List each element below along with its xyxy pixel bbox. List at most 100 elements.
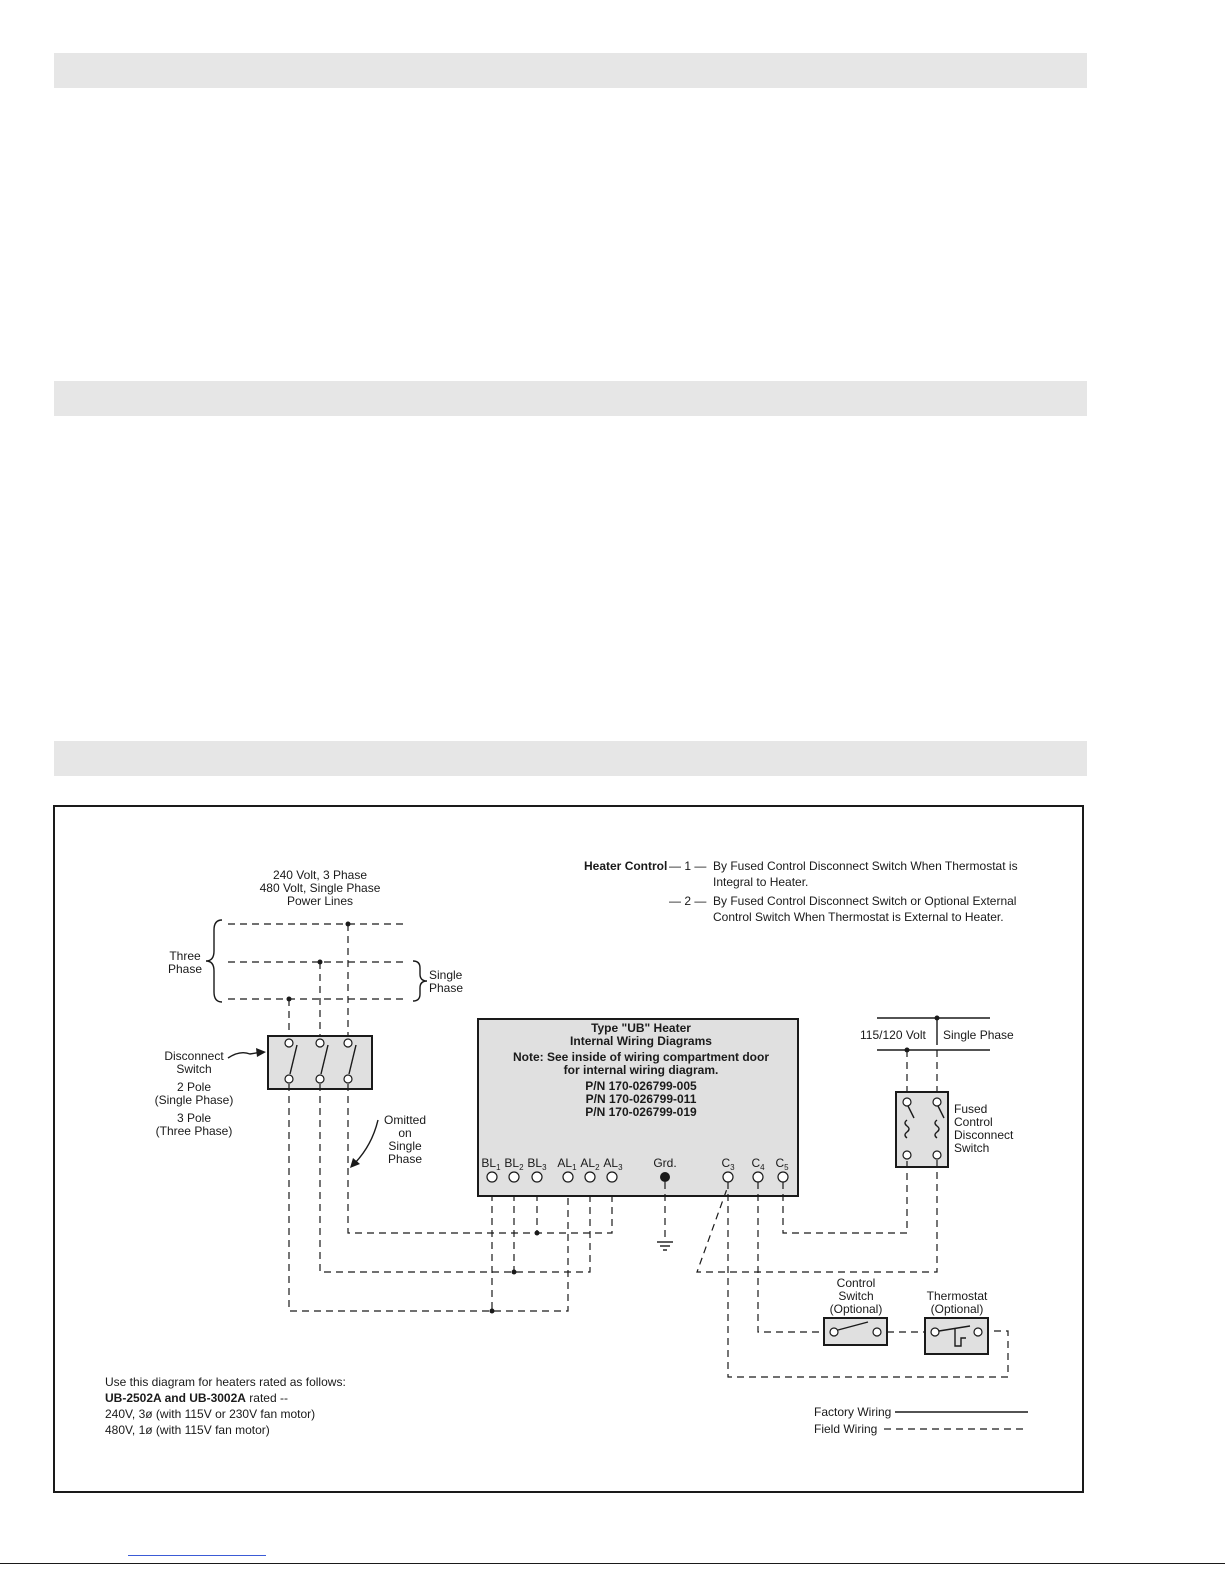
heater-box-subtitle: Internal Wiring Diagrams: [570, 1034, 712, 1048]
heater-control-item2-line2: Control Switch When Thermostat is Extern…: [713, 910, 1004, 924]
usage-note-line1: Use this diagram for heaters rated as fo…: [105, 1375, 346, 1389]
disconnect-contact-1a: [284, 1038, 294, 1048]
usage-note-models: UB-2502A and UB-3002A: [105, 1391, 246, 1405]
terminal-label-bl2: BL2: [504, 1156, 524, 1172]
terminal-c4: [752, 1171, 764, 1183]
control-switch-line2: Switch: [838, 1289, 873, 1303]
fused-switch-line3: Disconnect: [954, 1128, 1014, 1142]
control-switch-blade: [837, 1321, 869, 1331]
terminal-c5: [777, 1171, 789, 1183]
two-pole-line2: (Single Phase): [155, 1093, 234, 1107]
terminal-label-al2: AL2: [580, 1156, 600, 1172]
control-switch: [823, 1317, 888, 1346]
thermostat-bimetal-icon: [954, 1329, 966, 1347]
three-phase-line1: Three: [169, 949, 201, 963]
terminal-grd: [660, 1172, 670, 1182]
disconnect-contact-1b: [284, 1074, 294, 1084]
control-wire-c4: [757, 1182, 824, 1333]
single-phase-label: Single Phase: [429, 968, 463, 995]
fused-contact-1b: [902, 1150, 912, 1160]
disconnect-contact-3b: [343, 1074, 353, 1084]
control-volt-label: 115/120 Volt: [860, 1028, 927, 1042]
heater-control-note: Heater Control — 1 — By Fused Control Di…: [584, 859, 1018, 924]
terminal-al2: [584, 1171, 596, 1183]
control-wire-c5: [782, 1160, 908, 1234]
fused-switch-label: Fused Control Disconnect Switch: [954, 1102, 1014, 1155]
terminal-al3: [606, 1171, 618, 1183]
footer-link-underline[interactable]: [128, 1555, 266, 1556]
fused-blade-1: [907, 1105, 915, 1119]
single-phase-line1: Single: [429, 968, 463, 982]
heater-box-pn3: P/N 170-026799-019: [585, 1105, 697, 1119]
heater-box-pn2: P/N 170-026799-011: [586, 1092, 697, 1106]
fuse-2-icon: [934, 1119, 940, 1139]
disconnect-name-line1: Disconnect: [164, 1049, 224, 1063]
section-header-bar-3: [54, 741, 1087, 776]
junction-bl1: [489, 1308, 495, 1314]
disconnect-switch: [267, 1035, 373, 1090]
disconnect-switch-label: Disconnect Switch 2 Pole (Single Phase) …: [155, 1049, 234, 1138]
fused-contact-1a: [902, 1097, 912, 1107]
heater-control-item1-line1: By Fused Control Disconnect Switch When …: [713, 859, 1018, 873]
fused-switch-line4: Switch: [954, 1141, 989, 1155]
control-switch-contact-b: [872, 1327, 882, 1337]
omitted-pointer-arrow: [354, 1119, 379, 1164]
wiring-diagram-frame: [53, 805, 1084, 1493]
junction-bl3: [534, 1230, 540, 1236]
power-lines-line1: 240 Volt, 3 Phase: [273, 868, 367, 882]
thermostat-return-wire: [727, 1182, 1009, 1378]
power-lines-label: 240 Volt, 3 Phase 480 Volt, Single Phase…: [260, 868, 381, 908]
disconnect-arrowhead: [256, 1048, 266, 1057]
disconnect-blade-3: [348, 1044, 357, 1075]
fused-control-disconnect-switch: [895, 1091, 949, 1168]
three-pole-line1: 3 Pole: [177, 1111, 211, 1125]
control-switch-line3: (Optional): [830, 1302, 883, 1316]
heater-box-pn1: P/N 170-026799-005: [585, 1079, 697, 1093]
fuse-1-icon: [904, 1119, 910, 1139]
usage-note-rated: rated --: [246, 1391, 288, 1405]
disconnect-name-line2: Switch: [176, 1062, 211, 1076]
junction-bl2: [511, 1269, 517, 1275]
heater-control-item1-line2: Integral to Heater.: [713, 875, 808, 889]
omitted-line2: on: [398, 1126, 411, 1140]
legend-field-label: Field Wiring: [814, 1422, 877, 1436]
single-phase-brace: [412, 960, 428, 1002]
disconnect-contact-3a: [343, 1038, 353, 1048]
terminal-bl2: [508, 1171, 520, 1183]
fused-switch-line2: Control: [954, 1115, 993, 1129]
thermostat: [924, 1317, 989, 1355]
heater-control-item1-num: — 1 —: [669, 859, 706, 873]
thermostat-contact-a: [930, 1327, 940, 1337]
control-switch-line1: Control: [837, 1276, 876, 1290]
omitted-line4: Phase: [388, 1152, 422, 1166]
two-pole-line1: 2 Pole: [177, 1080, 211, 1094]
fused-contact-2b: [932, 1150, 942, 1160]
usage-note-line2: UB-2502A and UB-3002A rated --: [105, 1391, 288, 1405]
terminal-label-bl1: BL1: [481, 1156, 501, 1172]
terminal-labels: BL1 BL2 BL3 AL1 AL2 AL3 Grd. C3 C4 C5: [481, 1156, 789, 1172]
thermostat-line2: (Optional): [931, 1302, 984, 1316]
control-switch-label: Control Switch (Optional): [830, 1276, 883, 1316]
three-phase-brace: [205, 919, 223, 1003]
section-header-bar-2: [54, 381, 1087, 416]
three-phase-line2: Phase: [168, 962, 202, 976]
heater-box: Type "UB" Heater Internal Wiring Diagram…: [477, 1018, 799, 1197]
control-phase-label: Single Phase: [943, 1028, 1014, 1042]
omitted-line3: Single: [388, 1139, 422, 1153]
disconnect-contact-2b: [315, 1074, 325, 1084]
field-wire-l3: [347, 1084, 613, 1234]
field-wire-l1: [288, 1084, 569, 1312]
power-lines-line3: Power Lines: [287, 894, 353, 908]
power-lines-line2: 480 Volt, Single Phase: [260, 881, 381, 895]
fused-switch-line1: Fused: [954, 1102, 987, 1116]
usage-note: Use this diagram for heaters rated as fo…: [105, 1375, 346, 1437]
heater-box-note2: for internal wiring diagram.: [564, 1063, 719, 1077]
thermostat-line1: Thermostat: [927, 1289, 988, 1303]
legend-factory-label: Factory Wiring: [814, 1405, 891, 1419]
usage-note-line4: 480V, 1ø (with 115V fan motor): [105, 1423, 270, 1437]
terminal-bl3: [531, 1171, 543, 1183]
footer-rule: [0, 1563, 1225, 1564]
control-switch-contact-a: [829, 1327, 839, 1337]
control-wire-c3: [696, 1160, 938, 1273]
